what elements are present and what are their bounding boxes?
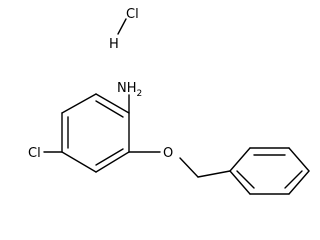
hcl-chlorine-label: Cl bbox=[126, 7, 139, 22]
benzyl-ring-bond-6 bbox=[229, 170, 251, 195]
amine-label: NH2 bbox=[117, 81, 142, 99]
ring-double-bond-3 bbox=[95, 148, 124, 166]
chemical-structure-canvas: Cl H NH2 Cl O bbox=[28, 7, 310, 195]
ring-bond-c1-c6 bbox=[95, 93, 130, 114]
benzyl-double-bond-2 bbox=[284, 170, 303, 189]
ring-chlorine-label: Cl bbox=[28, 146, 41, 161]
ring-double-bond-1 bbox=[95, 100, 124, 118]
aniline-ring bbox=[61, 93, 130, 173]
benzyl-double-bond-3 bbox=[236, 170, 255, 189]
benzyl-ring bbox=[229, 147, 310, 195]
ring-bond-c3-c2 bbox=[95, 151, 130, 173]
benzyl-bond bbox=[197, 170, 231, 178]
hcl-hydrogen-label: H bbox=[109, 37, 119, 52]
structure-drawing: Cl H NH2 Cl O bbox=[28, 7, 310, 195]
ring-bond-c4-c3 bbox=[61, 151, 97, 173]
ether-bond-ch2 bbox=[179, 157, 199, 178]
benzyl-ring-bond-4 bbox=[288, 170, 310, 195]
benzyl-ring-bond-3 bbox=[288, 147, 310, 172]
benzyl-ring-bond-1 bbox=[229, 147, 251, 172]
ether-oxygen-label: O bbox=[163, 146, 173, 161]
ring-bond-c6-c5 bbox=[61, 93, 97, 114]
hcl-bond bbox=[117, 18, 127, 35]
